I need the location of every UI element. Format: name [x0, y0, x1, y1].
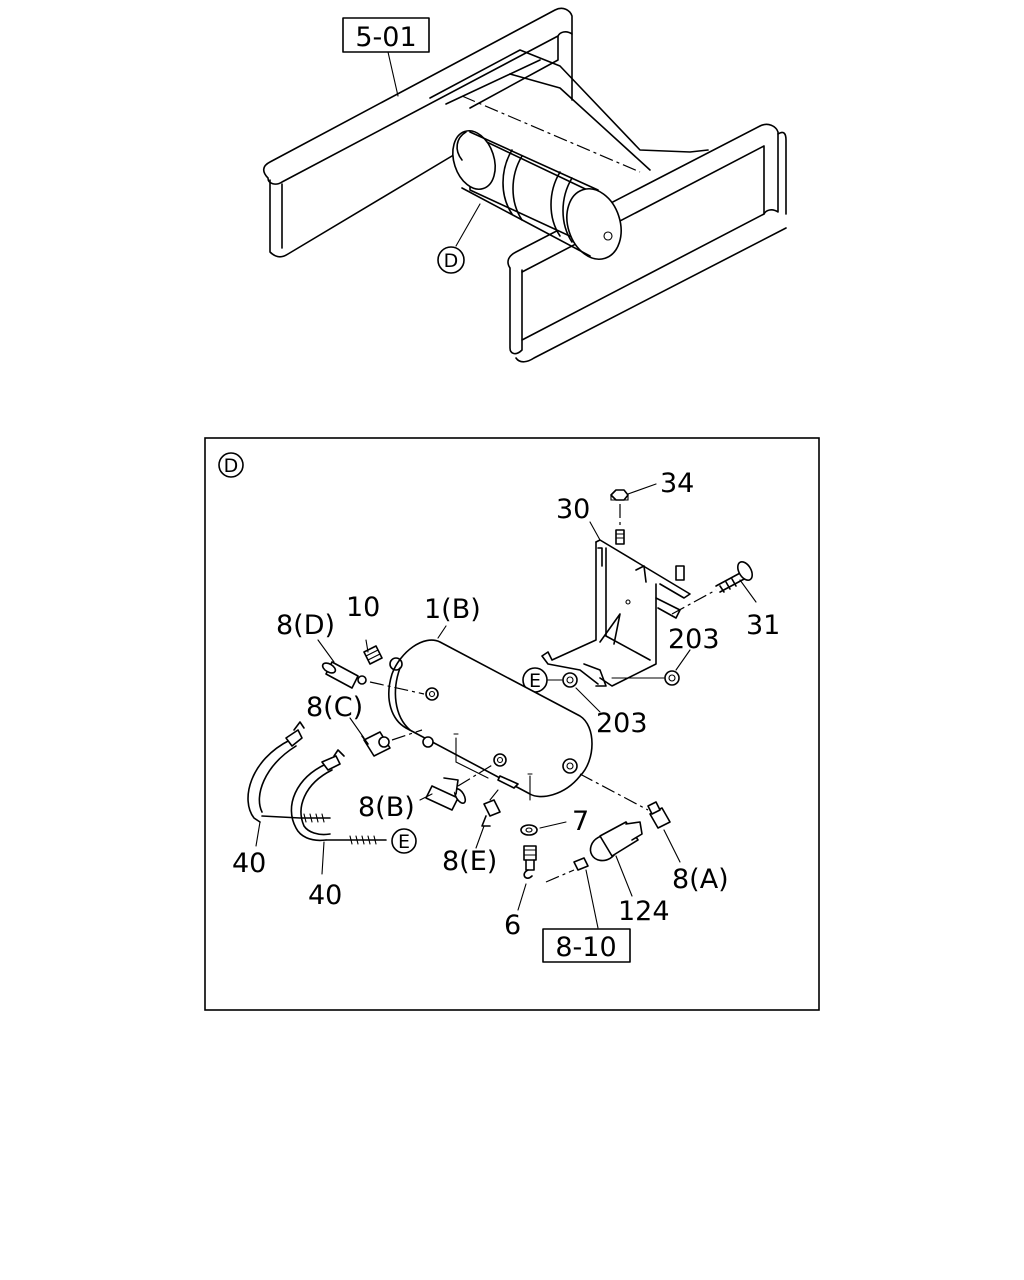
fitting-8a: [579, 773, 681, 863]
detail-marker-overview: D: [437, 246, 465, 274]
label-124: 124: [618, 896, 670, 927]
detail-marker-text: D: [224, 455, 239, 477]
fitting-8d: [317, 639, 425, 695]
chassis-overview: [262, 7, 787, 363]
air-tank-1b: [388, 625, 593, 801]
label-40-left: 40: [232, 848, 266, 879]
label-6: 6: [504, 910, 521, 941]
nut-203-left: [547, 672, 601, 713]
label-203-upper: 203: [668, 624, 720, 655]
circle-e-hose: E: [391, 828, 417, 854]
reference-box-8-10: 8-10: [542, 928, 631, 963]
label-8e: 8(E): [442, 846, 497, 877]
reference-box-5-01-text: 5-01: [355, 22, 416, 53]
nut-34: [610, 483, 657, 545]
circle-e-bracket: E: [522, 667, 548, 693]
label-7: 7: [572, 806, 589, 837]
fitting-10: [363, 639, 383, 665]
label-34: 34: [660, 468, 694, 499]
label-10: 10: [346, 592, 380, 623]
tank-bracket: [541, 539, 691, 687]
bolt-31: [671, 561, 757, 615]
fitting-8c: [349, 717, 423, 757]
label-8a: 8(A): [672, 864, 729, 895]
drain-valve-6: [517, 845, 537, 911]
fitting-8e: [475, 789, 501, 849]
label-40-right: 40: [308, 880, 342, 911]
detail-frame: [204, 437, 820, 1011]
pressure-sensor-124: [589, 821, 643, 897]
fitting-8b: [419, 763, 495, 811]
label-203-lower: 203: [596, 708, 648, 739]
nut-203-right: [611, 649, 691, 686]
washer-7: [520, 821, 567, 836]
label-30: 30: [556, 494, 590, 525]
label-31: 31: [746, 610, 780, 641]
label-8c: 8(C): [306, 692, 363, 723]
circle-e-bracket-text: E: [529, 670, 541, 692]
label-8d: 8(D): [276, 610, 335, 641]
label-1b: 1(B): [424, 594, 481, 625]
reference-box-5-01: 5-01: [342, 17, 430, 53]
circle-e-hose-text: E: [398, 831, 410, 853]
air-tank-overview: [452, 130, 622, 260]
harness-connector: [545, 857, 599, 929]
air-hose-40-right: [290, 749, 387, 875]
detail-marker: D: [218, 452, 244, 478]
reference-box-8-10-text: 8-10: [555, 932, 616, 963]
detail-marker-overview-text: D: [444, 250, 459, 272]
air-hose-40-left: [247, 721, 331, 847]
label-8b: 8(B): [358, 792, 415, 823]
bracket-stud: [675, 565, 685, 581]
